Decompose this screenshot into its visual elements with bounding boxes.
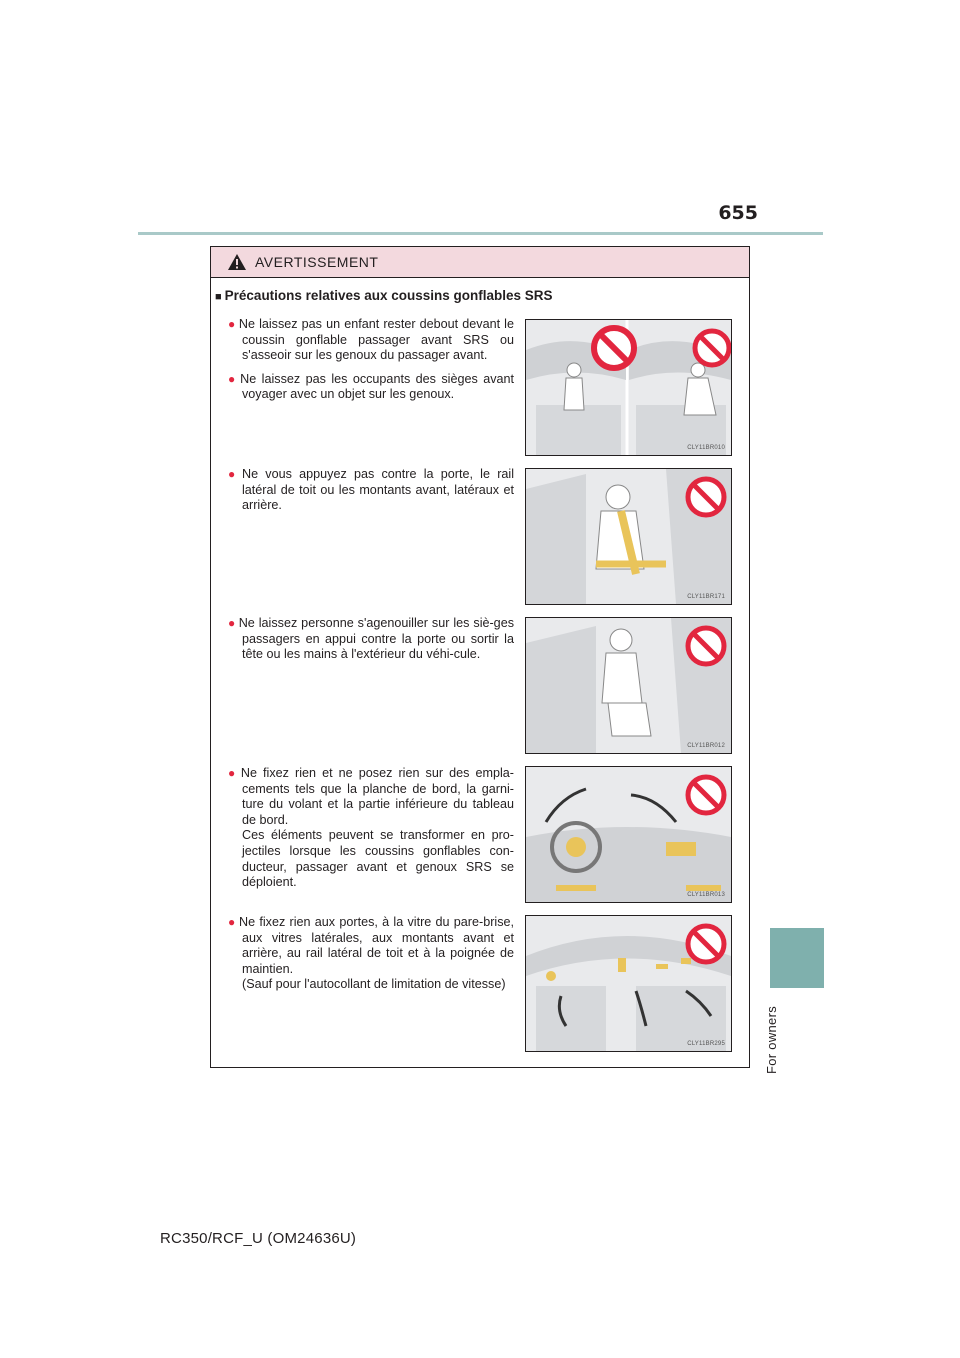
figure-code: CLY11BR171 bbox=[687, 594, 725, 600]
car-interior-illustration bbox=[526, 618, 731, 753]
warning-paragraph: ●Ne laissez pas un enfant rester debout … bbox=[228, 317, 514, 363]
section-title: ■Précautions relatives aux coussins gonf… bbox=[215, 288, 553, 303]
bullet-dot-icon: ● bbox=[228, 467, 239, 481]
figure-dashboard-objects: CLY11BR013 bbox=[525, 766, 732, 903]
warning-item-5: ●Ne fixez rien aux portes, à la vitre du… bbox=[228, 915, 514, 993]
section-title-text: Précautions relatives aux coussins gonfl… bbox=[224, 288, 553, 303]
warning-paragraph: ●Ne laissez personne s'agenouiller sur l… bbox=[228, 616, 514, 662]
car-interior-illustration bbox=[526, 767, 731, 902]
car-interior-illustration bbox=[526, 320, 731, 455]
section-label: For owners bbox=[764, 1005, 779, 1074]
warning-header: AVERTISSEMENT bbox=[211, 247, 749, 278]
bullet-dot-icon: ● bbox=[228, 317, 236, 331]
warning-item-3: ●Ne laissez personne s'agenouiller sur l… bbox=[228, 616, 514, 663]
warning-paragraph: ●Ne laissez pas les occupants des sièges… bbox=[228, 371, 515, 402]
figure-doors-windows-objects: CLY11BR295 bbox=[525, 915, 732, 1052]
warning-paragraph: ●Ne vous appuyez pas contre la porte, le… bbox=[228, 467, 515, 513]
footer-model-code: RC350/RCF_U (OM24636U) bbox=[160, 1230, 357, 1247]
warning-title: AVERTISSEMENT bbox=[255, 254, 379, 270]
warning-item-4: ●Ne fixez rien et ne posez rien sur des … bbox=[228, 766, 514, 891]
figure-code: CLY11BR012 bbox=[687, 743, 725, 749]
car-interior-illustration bbox=[526, 916, 731, 1051]
warning-paragraph: ●Ne fixez rien aux portes, à la vitre du… bbox=[228, 915, 514, 992]
bullet-dot-icon: ● bbox=[228, 915, 237, 929]
warning-triangle-icon bbox=[228, 254, 246, 270]
bullet-dot-icon: ● bbox=[228, 766, 238, 780]
bullet-dot-icon: ● bbox=[228, 616, 236, 630]
square-bullet-icon: ■ bbox=[215, 291, 222, 303]
section-tab bbox=[770, 928, 824, 988]
figure-child-standing: CLY11BR010 bbox=[525, 319, 732, 456]
figure-code: CLY11BR295 bbox=[687, 1041, 725, 1047]
figure-code: CLY11BR010 bbox=[687, 445, 725, 451]
warning-box: AVERTISSEMENT ■Précautions relatives aux… bbox=[210, 246, 750, 1068]
car-interior-illustration bbox=[526, 469, 731, 604]
warning-item-2: ●Ne vous appuyez pas contre la porte, le… bbox=[228, 467, 514, 514]
warning-item-1: ●Ne laissez pas un enfant rester debout … bbox=[228, 317, 514, 403]
figure-leaning-on-door: CLY11BR171 bbox=[525, 468, 732, 605]
figure-kneeling-on-seat: CLY11BR012 bbox=[525, 617, 732, 754]
warning-paragraph: ●Ne fixez rien et ne posez rien sur des … bbox=[228, 766, 514, 890]
page-number: 655 bbox=[718, 202, 758, 224]
bullet-dot-icon: ● bbox=[228, 371, 238, 386]
header-rule bbox=[138, 232, 823, 235]
figure-code: CLY11BR013 bbox=[687, 892, 725, 898]
